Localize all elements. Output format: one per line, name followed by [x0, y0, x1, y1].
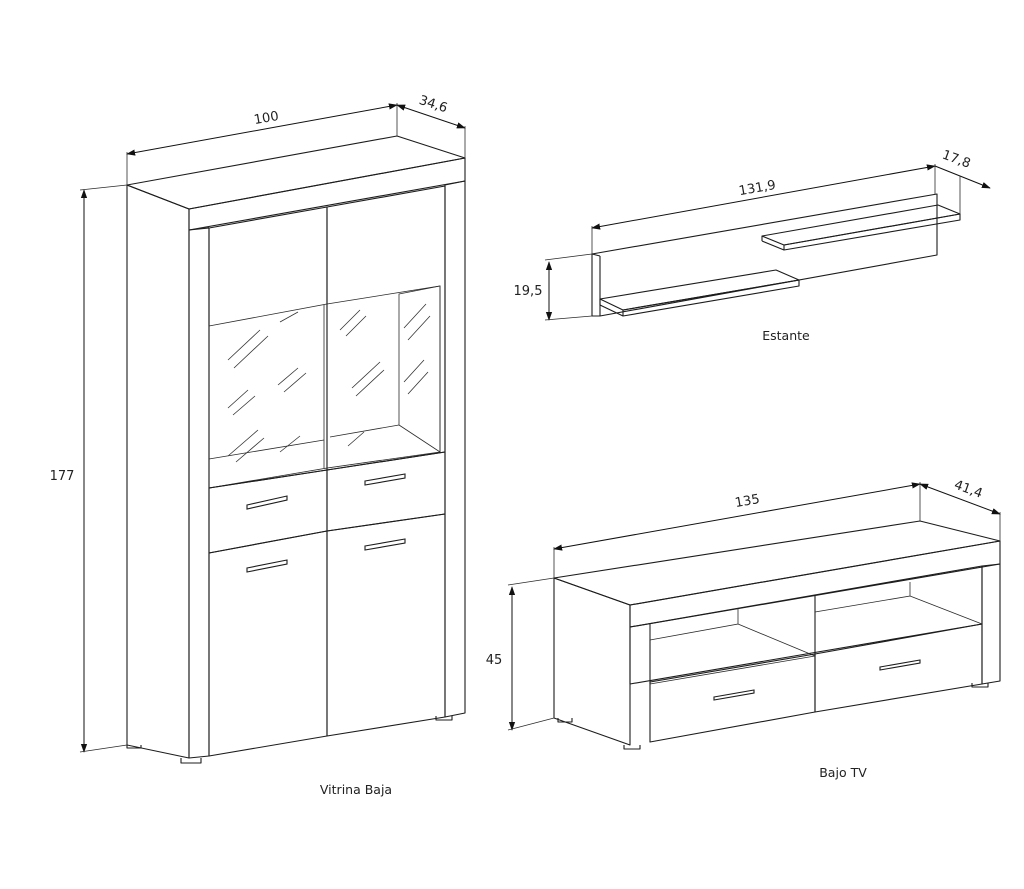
bajo-tv-depth-dimension	[919, 483, 1001, 541]
estante-height-label: 19,5	[514, 284, 543, 299]
vitrina-caption: Vitrina Baja	[320, 782, 392, 797]
estante-width-label: 131,9	[738, 178, 777, 199]
bajo-tv-height-dimension	[507, 577, 555, 731]
estante-height-dimension	[544, 253, 593, 321]
vitrina-drawing	[126, 135, 466, 764]
estante-width-dimension	[591, 164, 936, 254]
vitrina-depth-label: 34,6	[417, 93, 449, 116]
estante-depth-label: 17,8	[940, 148, 972, 172]
vitrina-depth-dimension	[396, 104, 466, 158]
vitrina-height-label: 177	[50, 469, 75, 484]
bajo-tv-drawing	[553, 520, 1001, 750]
estante-depth-dimension	[934, 165, 991, 214]
estante-drawing	[591, 193, 961, 317]
estante-caption: Estante	[762, 328, 810, 343]
bajo-tv-width-label: 135	[734, 492, 761, 511]
bajo-tv-height-label: 45	[486, 653, 503, 668]
vitrina-height-dimension	[79, 184, 128, 753]
vitrina-width-label: 100	[253, 109, 280, 128]
bajo-tv-caption: Bajo TV	[819, 765, 867, 780]
